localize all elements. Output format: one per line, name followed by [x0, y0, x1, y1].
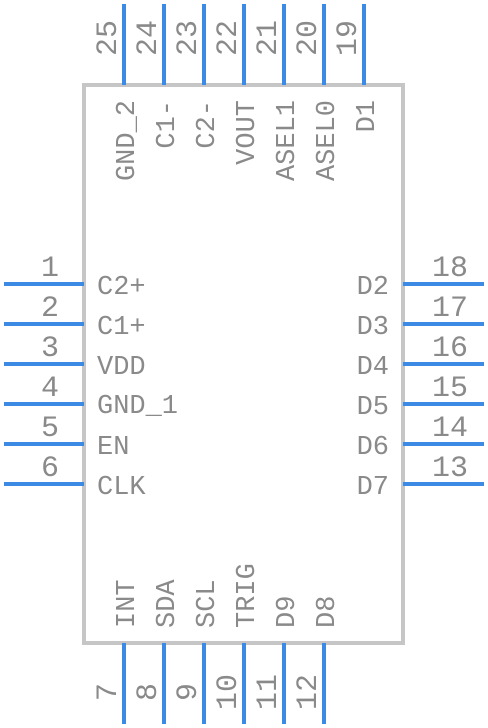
pin-18-label: D2 [357, 273, 389, 303]
pin-19-number: 19 [332, 20, 366, 56]
pin-23-number: 23 [172, 20, 206, 56]
pin-20-number: 20 [292, 20, 326, 56]
pin-6-label: CLK [97, 473, 146, 503]
pin-16-label: D4 [357, 353, 389, 383]
pin-15-number: 15 [432, 372, 468, 406]
pin-2-label: C1+ [97, 313, 146, 343]
pin-16-number: 16 [432, 332, 468, 366]
pin-18-number: 18 [432, 252, 468, 286]
pin-11-number: 11 [252, 674, 286, 710]
pin-22-label: VOUT [233, 100, 263, 165]
pin-19-label: D1 [353, 100, 383, 132]
pin-8-number: 8 [132, 683, 166, 701]
pin-5-number: 5 [41, 412, 59, 446]
pin-10-number: 10 [212, 674, 246, 710]
pin-12-label: D8 [313, 596, 343, 628]
pin-14-number: 14 [432, 412, 468, 446]
pin-21-label: ASEL1 [273, 100, 303, 181]
pin-24-label: C1- [153, 100, 183, 149]
pin-9-label: SCL [193, 579, 223, 628]
pin-21-number: 21 [252, 20, 286, 56]
pin-1-number: 1 [41, 252, 59, 286]
pin-8-label: SDA [153, 579, 183, 628]
pin-13-label: D7 [357, 473, 389, 503]
pin-4-number: 4 [41, 372, 59, 406]
pin-group: 1C2+2C1+3VDD4GND_15EN6CLK13D714D615D516D… [4, 4, 484, 724]
pin-2-number: 2 [41, 292, 59, 326]
pin-6-number: 6 [41, 452, 59, 486]
pin-10-label: TRIG [233, 563, 263, 628]
pin-23-label: C2- [193, 100, 223, 149]
pin-3-number: 3 [41, 332, 59, 366]
pin-15-label: D5 [357, 393, 389, 423]
pin-14-label: D6 [357, 433, 389, 463]
pin-13-number: 13 [432, 452, 468, 486]
pin-25-label: GND_2 [113, 100, 143, 181]
pin-3-label: VDD [97, 353, 146, 383]
pin-9-number: 9 [172, 683, 206, 701]
pin-17-number: 17 [432, 292, 468, 326]
pin-7-number: 7 [92, 683, 126, 701]
pin-7-label: INT [113, 579, 143, 628]
pin-22-number: 22 [212, 20, 246, 56]
pin-1-label: C2+ [97, 273, 146, 303]
pin-17-label: D3 [357, 313, 389, 343]
pin-25-number: 25 [92, 20, 126, 56]
pin-12-number: 12 [292, 674, 326, 710]
ic-body [82, 83, 405, 645]
pin-24-number: 24 [132, 20, 166, 56]
pin-11-label: D9 [273, 596, 303, 628]
pin-4-label: GND_1 [97, 392, 178, 422]
pin-5-label: EN [97, 433, 129, 463]
pin-20-label: ASEL0 [313, 100, 343, 181]
